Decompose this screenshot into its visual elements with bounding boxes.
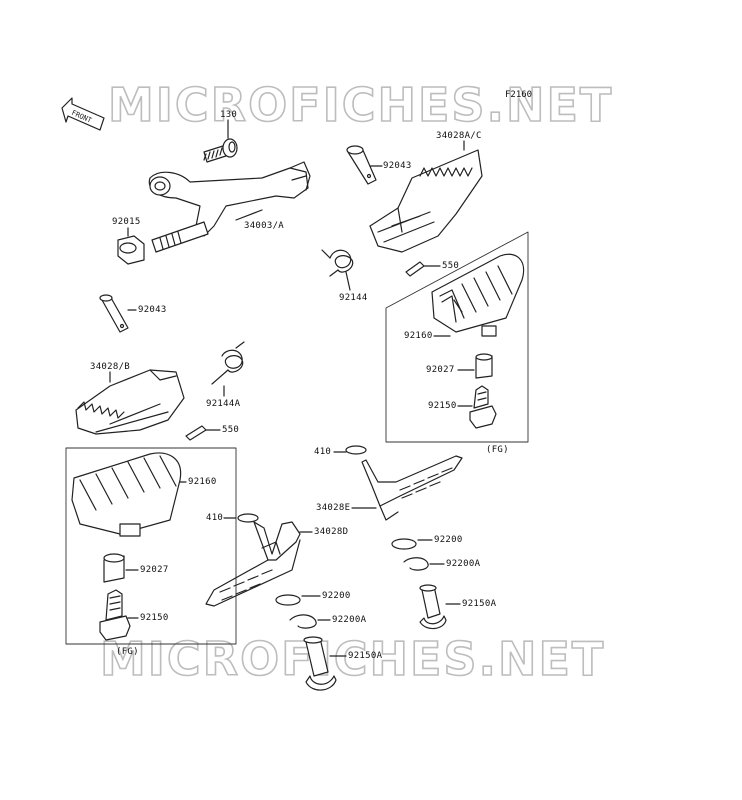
cotter-550-left [185, 425, 207, 441]
pin-92150A-right [419, 584, 447, 630]
label-92144A: 92144A [206, 399, 241, 409]
fg-box-right [385, 231, 529, 443]
label-410-left: 410 [206, 513, 224, 523]
washer-92200-left [275, 594, 301, 606]
label-92027-left: 92027 [140, 565, 169, 575]
collar-92027-left [103, 553, 125, 583]
label-92043-top: 92043 [383, 161, 412, 171]
clip-92200A-left [289, 614, 317, 629]
label-550-left: 550 [222, 425, 240, 435]
label-92160-right: 92160 [404, 331, 433, 341]
label-fg-right: (FG) [486, 445, 509, 455]
nut-92015 [117, 235, 145, 265]
rubber-92160-left [71, 452, 182, 537]
label-92160-left: 92160 [188, 477, 217, 487]
label-92150A-left: 92150A [348, 651, 383, 661]
spring-92144A [211, 341, 245, 385]
label-410-right: 410 [314, 447, 332, 457]
label-92043-left: 92043 [138, 305, 167, 315]
label-34003A: 34003/A [244, 221, 285, 231]
rubber-92160-right [431, 253, 525, 337]
label-92200-right: 92200 [434, 535, 463, 545]
front-arrow-icon: FRONT [61, 97, 105, 131]
brake-pedal-34003A [148, 161, 311, 253]
label-92200A-left: 92200A [332, 615, 367, 625]
pin-92043-left [99, 294, 129, 333]
washer-92200-right [391, 538, 417, 550]
label-fg-left: (FG) [116, 647, 139, 657]
bolt-92150-left [99, 589, 131, 641]
pin-92043-top [346, 145, 377, 185]
bracket-34028D [205, 521, 301, 607]
label-92150A-right: 92150A [462, 599, 497, 609]
label-550-top: 550 [442, 261, 460, 271]
spring-92144 [321, 249, 354, 277]
cotter-550-top [405, 261, 425, 277]
bolt-130 [203, 138, 238, 163]
bracket-34028E [361, 455, 463, 521]
label-34028B: 34028/B [90, 362, 131, 372]
label-92150-right: 92150 [428, 401, 457, 411]
label-92200-left: 92200 [322, 591, 351, 601]
watermark-top: MICROFICHES.NET [107, 78, 614, 132]
washer-410-right [345, 445, 367, 455]
collar-92027-right [475, 353, 493, 379]
label-92144: 92144 [339, 293, 368, 303]
washer-410-left [237, 513, 259, 523]
clip-92200A-right [403, 557, 429, 571]
fg-box-left [65, 447, 237, 645]
footpeg-34028AC [369, 149, 483, 253]
footpeg-34028B [75, 369, 185, 435]
watermark-bottom: MICROFICHES.NET [99, 632, 606, 686]
pin-92150A-left [303, 636, 337, 691]
label-34028E: 34028E [316, 503, 351, 513]
label-92200A-right: 92200A [446, 559, 481, 569]
label-34028AC: 34028A/C [436, 131, 482, 141]
bolt-92150-right [469, 385, 497, 429]
label-130: 130 [220, 110, 238, 120]
figure-id: F2160 [505, 90, 533, 100]
label-92150-left: 92150 [140, 613, 169, 623]
label-34028D: 34028D [314, 527, 349, 537]
label-92015: 92015 [112, 217, 141, 227]
label-92027-right: 92027 [426, 365, 455, 375]
